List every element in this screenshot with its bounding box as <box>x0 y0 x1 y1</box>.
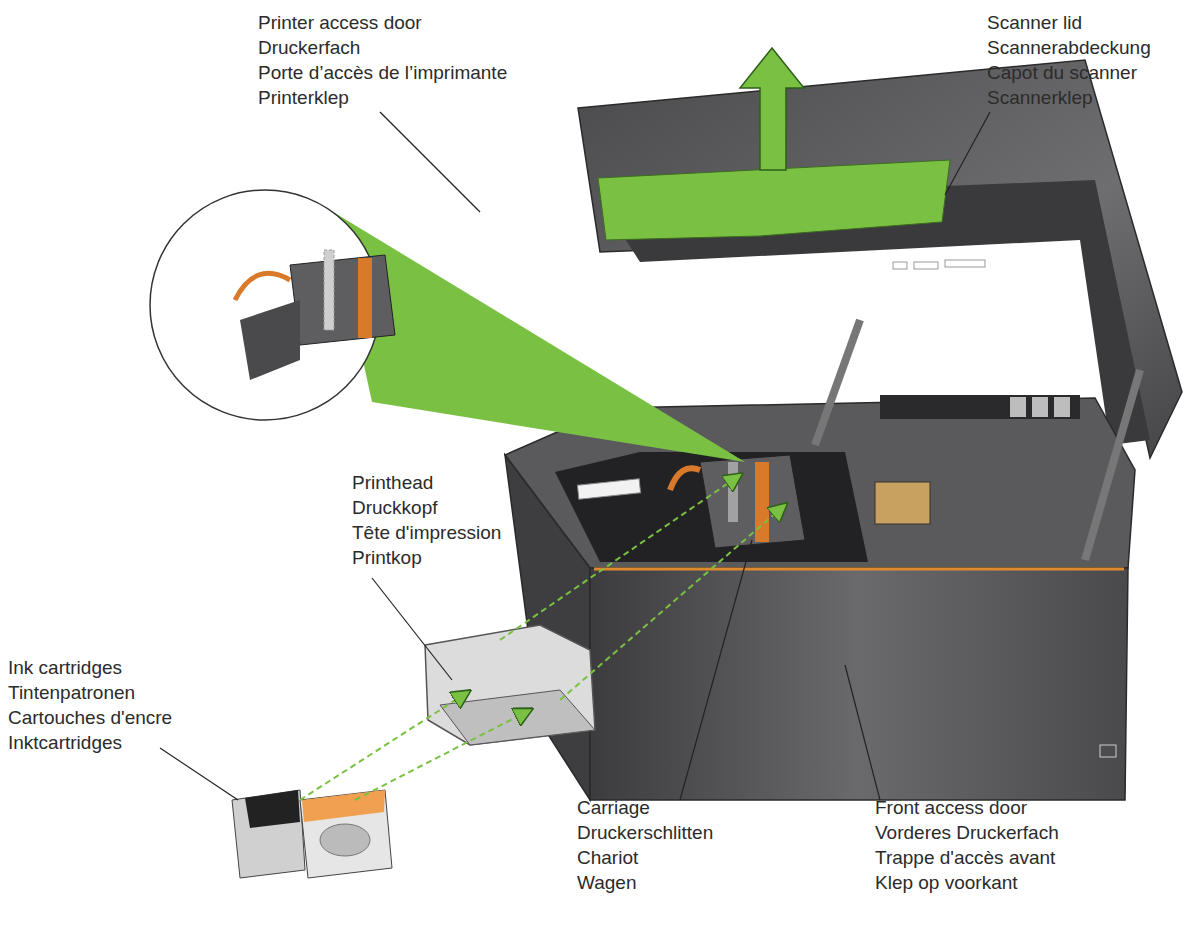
lid-strut <box>1085 370 1140 560</box>
cartridge-label <box>302 790 385 822</box>
insert-arrow <box>300 692 468 800</box>
insert-arrow <box>500 475 740 640</box>
orange-trim <box>594 568 1124 571</box>
color-cartridge <box>300 790 392 878</box>
detail-latch <box>240 300 300 380</box>
part-label: Wagen <box>577 870 637 895</box>
lid-strut <box>815 320 860 445</box>
leader-line <box>160 748 238 800</box>
part-label: Chariot <box>577 845 638 870</box>
front-access-door <box>590 568 1128 800</box>
part-label: Druckerfach <box>258 35 360 60</box>
roller-tire <box>1032 397 1048 417</box>
detail-carriage <box>290 255 395 345</box>
roller <box>880 395 1080 419</box>
printhead <box>425 625 595 745</box>
tape <box>358 258 372 338</box>
part-label: Capot du scanner <box>987 60 1137 85</box>
leader-line <box>945 112 990 195</box>
part-label: Front access door <box>875 795 1027 820</box>
part-label: Scanner lid <box>987 10 1082 35</box>
part-label: Trappe d'accès avant <box>875 845 1055 870</box>
part-label: Tintenpatronen <box>8 680 135 705</box>
insert-arrow <box>560 505 785 700</box>
tape <box>670 468 700 490</box>
part-label: Porte d’accès de l’imprimante <box>258 60 507 85</box>
sticker-label <box>577 479 640 499</box>
part-label: Cartouches d'encre <box>8 705 172 730</box>
part-label: Printerklep <box>258 85 349 110</box>
part-label: Carriage <box>577 795 650 820</box>
lid-button <box>893 262 907 269</box>
cartridge-window <box>320 824 370 856</box>
part-label: Druckkopf <box>352 495 438 520</box>
lid-button <box>914 262 938 269</box>
black-cartridge <box>232 790 305 878</box>
usb-port <box>1100 745 1116 757</box>
part-label: Printkop <box>352 545 422 570</box>
leader-line <box>372 578 452 680</box>
part-label: Scannerabdeckung <box>987 35 1151 60</box>
part-label: Tête d'impression <box>352 520 501 545</box>
part-label: Inktcartridges <box>8 730 122 755</box>
tape <box>324 250 334 330</box>
cartridge-label <box>245 790 300 828</box>
photo-sticker <box>875 482 930 524</box>
part-label: Vorderes Druckerfach <box>875 820 1059 845</box>
tape <box>728 462 738 522</box>
lift-arrow <box>740 48 804 170</box>
leader-line <box>845 665 880 800</box>
roller-tire <box>1054 397 1070 417</box>
tape <box>235 273 290 300</box>
part-label: Druckerschlitten <box>577 820 713 845</box>
part-label: Ink cartridges <box>8 655 122 680</box>
part-label: Printer access door <box>258 10 422 35</box>
printer-access-door <box>598 160 950 240</box>
part-label: Klep op voorkant <box>875 870 1018 895</box>
leader-line <box>680 540 752 800</box>
roller-tire <box>1010 397 1026 417</box>
lid-button <box>945 260 985 267</box>
leader-line <box>380 112 480 212</box>
printer-cavity <box>555 452 868 562</box>
part-label: Scannerklep <box>987 85 1093 110</box>
part-label: Printhead <box>352 470 433 495</box>
zoom-wedge <box>330 210 745 462</box>
insert-arrow <box>355 710 530 800</box>
